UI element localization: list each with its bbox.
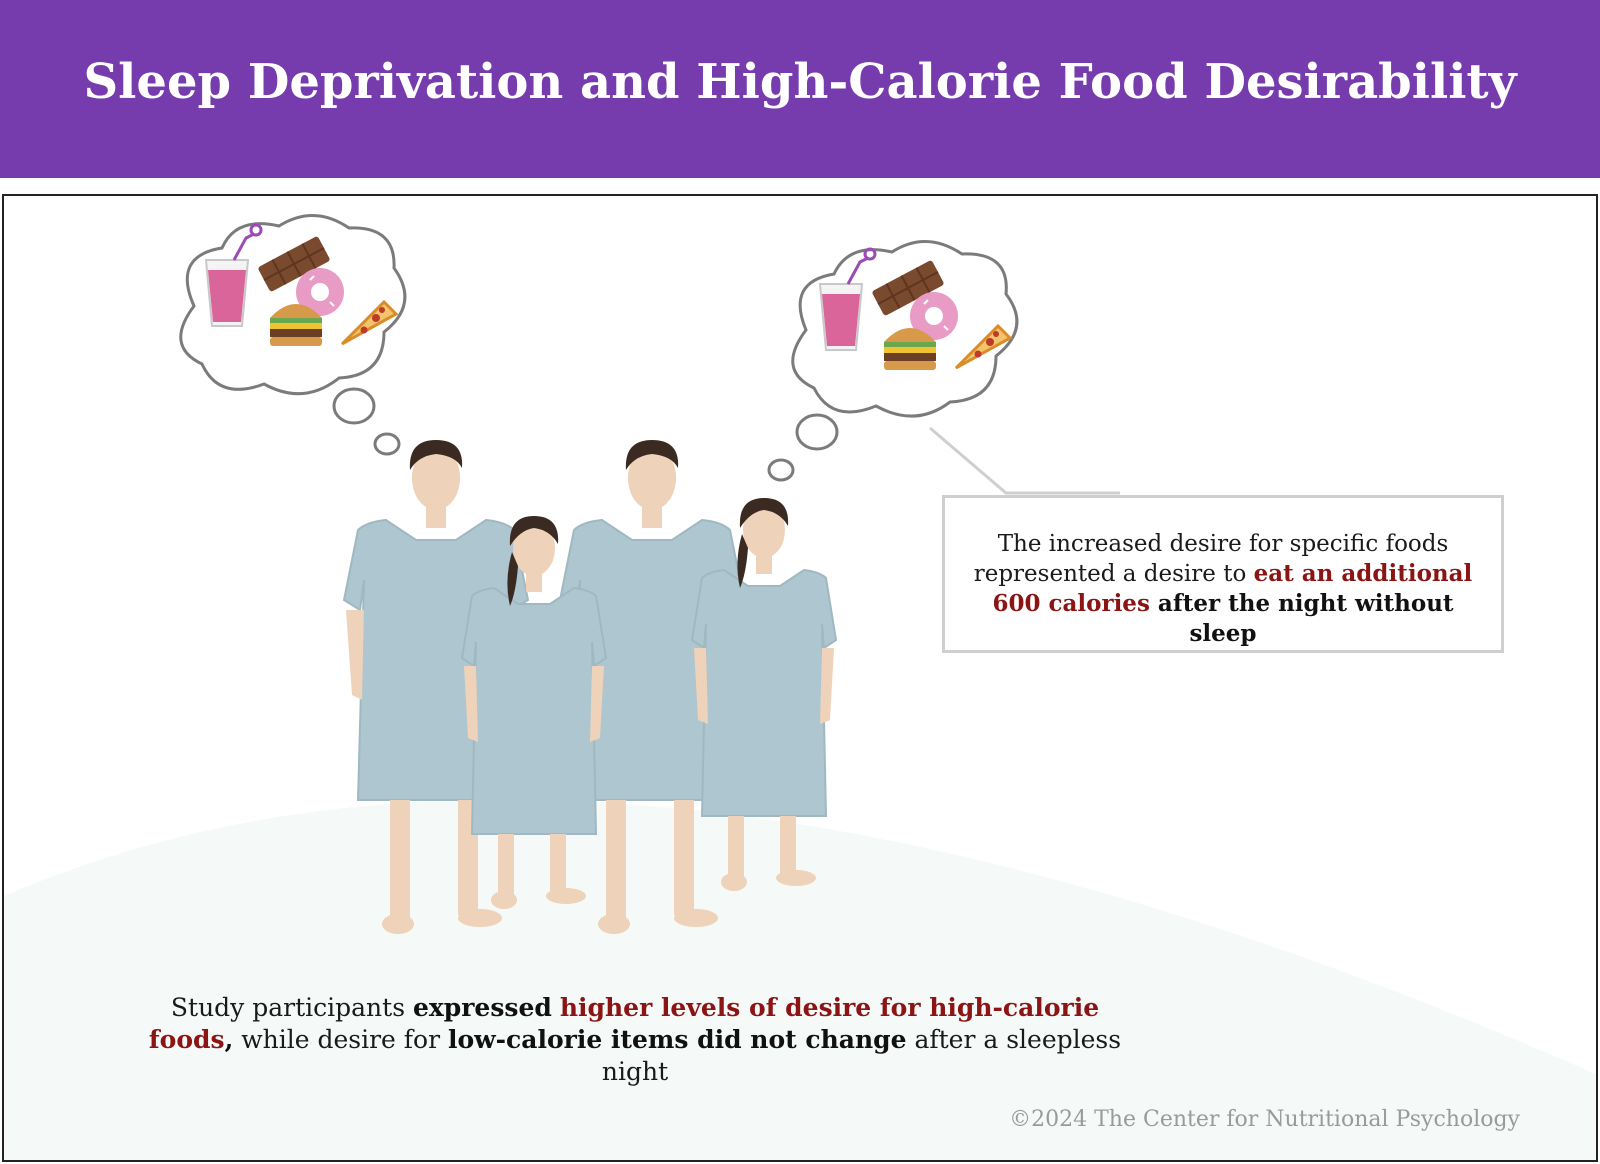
highlight-calories: eat an additional 600 calories: [992, 560, 1473, 617]
header-banner: Sleep Deprivation and High-Calorie Food …: [0, 0, 1600, 178]
speech-bubble: The increased desire for specific foods …: [942, 495, 1504, 653]
illustration-scene: [4, 214, 1596, 1160]
speech-bubble-tail: [929, 426, 1120, 495]
illustration-frame: [2, 194, 1598, 1162]
page-title: Sleep Deprivation and High-Calorie Food …: [83, 54, 1517, 110]
copyright-credit: ©2024 The Center for Nutritional Psychol…: [1009, 1107, 1520, 1132]
study-caption: Study participants expressed higher leve…: [148, 993, 1122, 1086]
highlight-high-calorie: higher levels of desire for high-calorie…: [148, 993, 1100, 1054]
